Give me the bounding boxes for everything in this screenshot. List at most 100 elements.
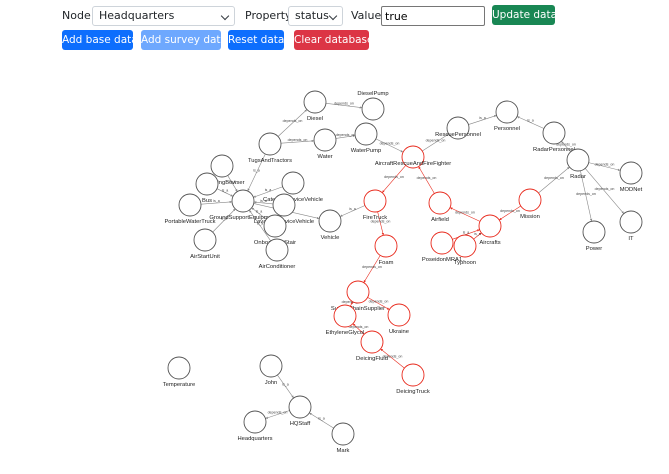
node-foam[interactable]: Foam [374,234,398,266]
node-circle[interactable] [387,303,411,327]
node-vehicle[interactable]: Vehicle [318,209,342,241]
node-circle[interactable] [318,209,342,233]
node-circle[interactable] [582,220,606,244]
node-airfield[interactable]: Airfield [428,191,452,223]
node-water-pump[interactable]: WaterPump [351,122,381,154]
node-supply-chain-supplier[interactable]: SupplyChainSupplier [331,280,385,312]
node-circle[interactable] [331,422,355,446]
edge-mark-to-hq-staff [309,412,334,429]
node-circle[interactable] [361,97,385,121]
node-it[interactable]: IT [619,210,643,242]
node-circle[interactable] [288,395,312,419]
node-hq-staff[interactable]: HQStaff [288,395,312,427]
node-circle[interactable] [619,161,643,185]
edge-label: depends_on [595,163,615,167]
node-circle[interactable] [272,193,296,217]
node-mark[interactable]: Mark [331,422,355,454]
node-circle[interactable] [430,231,454,255]
node-circle[interactable] [210,154,234,178]
node-circle[interactable] [354,122,378,146]
node-rescue-personnel[interactable]: RescuePersonnel [435,116,481,140]
node-radar[interactable]: Radar [566,148,590,180]
node-circle[interactable] [313,128,337,152]
node-power[interactable]: Power [582,220,606,252]
node-refuelling-bowser[interactable]: RefuellingBowser [199,154,245,186]
add-base-data-button[interactable]: Add base data [62,30,138,50]
node-circle[interactable] [263,214,287,238]
node-circle[interactable] [495,100,519,124]
node-personnel[interactable]: Personnel [494,100,520,132]
update-data-button[interactable]: Update data [492,5,557,25]
node-circle[interactable] [346,280,370,304]
edge-label: depends_on [268,411,288,415]
node-circle[interactable] [195,172,219,196]
node-circle[interactable] [401,145,425,169]
node-ethylene-glycol[interactable]: EthyleneGlycol [326,304,365,336]
node-aircrafts[interactable]: Aircrafts [478,214,502,246]
edge-fire-truck-to-vehicle [339,205,366,217]
node-diesel[interactable]: Diesel [303,90,327,122]
edge-rescue-personnel-to-personnel [468,115,497,125]
node-circle[interactable] [231,189,255,213]
node-circle[interactable] [619,210,643,234]
node-circle[interactable] [303,90,327,114]
node-label: Mission [520,214,540,220]
node-circle[interactable] [258,132,282,156]
network-graph[interactable]: depends_on depends_on depends_on depends_on… [0,56,669,474]
add-survey-data-button[interactable]: Add survey data [141,30,227,50]
node-circle[interactable] [167,356,191,380]
node-tugs-and-tractors[interactable]: TugsAndTractors [248,132,292,164]
node-circle[interactable] [374,234,398,258]
node-bus[interactable]: Bus [195,172,219,204]
node-portable-water-truck[interactable]: PortableWaterTruck [164,193,216,225]
clear-database-button[interactable]: Clear database [294,30,373,50]
node-radar-personnel[interactable]: RadarPersonnel [533,121,575,153]
node-circle[interactable] [259,354,283,378]
edge-tugs-and-tractors-to-water [280,139,315,144]
node-circle[interactable] [265,238,289,262]
node-circle[interactable] [193,228,217,252]
node-circle[interactable] [453,234,477,258]
node-diesel-pump[interactable]: DieselPump [357,91,389,121]
edge-label: depends_on [426,139,446,143]
node-select[interactable]: Headquarters [92,6,235,26]
node-circle[interactable] [363,189,387,213]
property-label: Property [245,9,292,22]
node-mission[interactable]: Mission [518,188,542,220]
edge-label: depends_on [384,175,404,179]
node-circle[interactable] [333,304,357,328]
node-circle[interactable] [542,121,566,145]
node-circle[interactable] [478,214,502,238]
node-fire-truck[interactable]: FireTruck [363,189,387,221]
node-air-start-unit[interactable]: AirStartUnit [190,228,220,260]
node-circle[interactable] [178,193,202,217]
node-ground-support-equipment[interactable]: GroundSupportEquipment [209,189,277,221]
node-circle[interactable] [243,410,267,434]
node-circle[interactable] [360,330,384,354]
node-typhoon[interactable]: Typhoon [453,234,477,266]
edge-label: is_a [256,210,263,214]
reset-data-button[interactable]: Reset data [228,30,284,50]
node-poseidon-mra1[interactable]: PoseidonMRA1 [422,231,462,263]
node-john[interactable]: John [259,354,283,386]
node-circle[interactable] [401,363,425,387]
value-input[interactable] [381,6,485,26]
node-temperature[interactable]: Temperature [163,356,196,388]
node-circle[interactable] [428,191,452,215]
node-circle[interactable] [518,188,542,212]
node-water[interactable]: Water [313,128,337,160]
node-aircraft-rescue-and-fire-fighter[interactable]: AircraftRescueAndFireFighter [375,145,451,169]
property-select[interactable]: status [288,6,343,26]
node-ukraine[interactable]: Ukraine [387,303,411,335]
node-circle[interactable] [446,116,470,140]
edge-label: depends_on [544,176,564,180]
node-circle[interactable] [281,171,305,195]
node-label: MODNet [620,187,643,193]
node-deicing-truck[interactable]: DeicingTruck [396,363,430,395]
node-circle[interactable] [566,148,590,172]
node-air-conditioner[interactable]: AirConditioner [259,238,296,270]
node-headquarters[interactable]: Headquarters [237,410,273,442]
node-deicing-fluid[interactable]: DeicingFluid [356,330,388,362]
node-mod-net[interactable]: MODNet [619,161,643,193]
